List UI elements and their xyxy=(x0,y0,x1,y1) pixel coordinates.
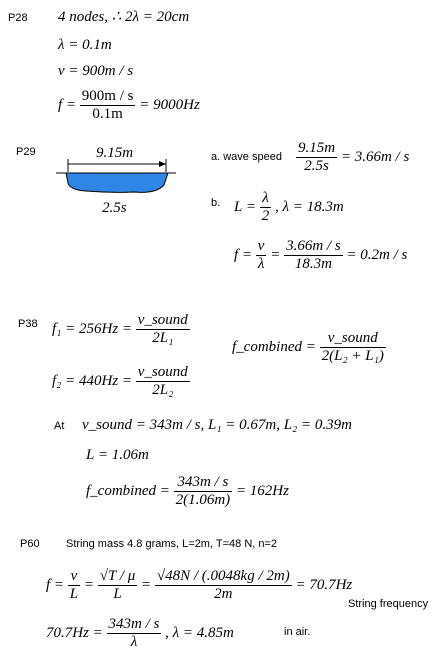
problem-label-p38: P38 xyxy=(18,318,38,330)
p29-frequency-equation: f = v λ = 3.66m / s 18.3m = 0.2m / s xyxy=(234,238,407,273)
p29-c-result: = 0.2m / s xyxy=(346,246,408,263)
p60-last-numerator: 343m / s xyxy=(106,616,162,634)
p38-f2-fraction: v_sound 2L₂ xyxy=(135,364,190,399)
p29-c-fraction-1: v λ xyxy=(255,238,267,273)
p60-result: = 70.7Hz xyxy=(295,576,353,593)
p29-b-numerator: λ xyxy=(259,190,272,208)
p38-f1-equation: f₁ = 256Hz = v_sound 2L₁ xyxy=(52,312,190,347)
p60-description: String mass 4.8 grams, L=2m, T=48 N, n=2 xyxy=(66,538,278,550)
p60-last-denominator: λ xyxy=(130,634,138,650)
p38-f2-lhs: f₂ = 440Hz = xyxy=(52,372,133,389)
p29-part-a-label: a. wave speed xyxy=(211,151,282,163)
p60-fraction-1: v L xyxy=(67,568,81,603)
p60-last-result: , λ = 4.85m xyxy=(165,624,234,641)
p29-c-numerator-2: 3.66m / s xyxy=(284,238,343,256)
p38-f1-numerator: v_sound xyxy=(135,312,190,330)
p28-fraction-denominator: 0.1m xyxy=(92,106,123,122)
p60-equals-2: = xyxy=(141,576,152,593)
p38-calc-denominator: 2(1.06m) xyxy=(175,492,231,508)
p38-combined-calculation: f_combined = 343m / s 2(1.06m) = 162Hz xyxy=(86,474,289,509)
p38-calc-result: = 162Hz xyxy=(235,482,289,499)
p60-equals-1: = xyxy=(83,576,95,593)
p38-at-label: At xyxy=(54,420,65,432)
p29-a-denominator: 2.5s xyxy=(304,158,329,174)
p28-fraction-numerator: 900m / s xyxy=(79,88,136,106)
p29-c-lhs: f = xyxy=(234,246,253,263)
p29-part-b-label: b. xyxy=(211,197,221,209)
p29-b-result: , λ = 18.3m xyxy=(274,198,344,215)
problem-label-p28: P28 xyxy=(8,12,28,24)
p29-dimension-length: 9.15m xyxy=(96,145,134,161)
p60-numerator-2: √T / μ xyxy=(97,568,138,586)
p28-line-nodes: 4 nodes, ∴ 2λ = 20cm xyxy=(58,9,190,25)
p28-f-lhs: f = xyxy=(58,96,77,113)
p29-c-denominator-1: λ xyxy=(257,256,265,272)
p38-f2-equation: f₂ = 440Hz = v_sound 2L₂ xyxy=(52,364,190,399)
problem-label-p29: P29 xyxy=(16,146,36,158)
p29-dimension-time: 2.5s xyxy=(102,200,127,216)
p60-fraction-3: √48N / (.0048kg / 2m) 2m xyxy=(154,568,292,603)
p38-fc-fraction: v_sound 2(L₂ + L₁) xyxy=(319,330,386,365)
p28-f-rhs: = 9000Hz xyxy=(139,96,200,113)
p38-f2-numerator: v_sound xyxy=(135,364,190,382)
p29-wave-speed-equation: 9.15m 2.5s = 3.66m / s xyxy=(296,140,409,175)
p29-b-lhs: L = xyxy=(234,198,256,215)
p38-calc-lhs: f_combined = xyxy=(86,482,170,499)
p29-c-denominator-2: 18.3m xyxy=(294,256,332,272)
p60-frequency-equation: f = v L = √T / μ L = √48N / (.0048kg / 2… xyxy=(46,568,352,603)
p60-denominator-3: 2m xyxy=(214,586,233,602)
p60-f-lhs: f = xyxy=(46,576,65,593)
p60-denominator-1: L xyxy=(69,586,79,602)
p38-f1-lhs: f₁ = 256Hz = xyxy=(52,320,133,337)
p60-numerator-1: v xyxy=(67,568,81,586)
p38-f1-fraction: v_sound 2L₁ xyxy=(135,312,190,347)
water-basin-diagram xyxy=(56,159,176,193)
p38-fc-lhs: f_combined = xyxy=(232,338,316,355)
p29-a-fraction: 9.15m 2.5s xyxy=(296,140,338,175)
p29-c-equals: = xyxy=(270,246,281,263)
p60-in-air-note: in air. xyxy=(284,626,311,638)
p38-fc-numerator: v_sound xyxy=(319,330,386,348)
p29-a-result: = 3.66m / s xyxy=(340,148,410,165)
p38-combined-formula: f_combined = v_sound 2(L₂ + L₁) xyxy=(232,330,386,365)
p38-f2-denominator: 2L₂ xyxy=(152,382,174,398)
p29-c-fraction-2: 3.66m / s 18.3m xyxy=(284,238,343,273)
p60-denominator-2: L xyxy=(113,586,122,602)
p38-given-values: v_sound = 343m / s, L₁ = 0.67m, L₂ = 0.3… xyxy=(82,417,352,433)
p29-b-fraction: λ 2 xyxy=(259,190,272,225)
p28-line-lambda: λ = 0.1m xyxy=(58,37,112,53)
p29-b-denominator: 2 xyxy=(261,208,270,224)
p60-string-frequency-note: String frequency xyxy=(348,598,429,610)
p38-f1-denominator: 2L₁ xyxy=(152,330,174,346)
p60-wavelength-equation: 70.7Hz = 343m / s λ , λ = 4.85m xyxy=(46,616,234,651)
p29-c-numerator-1: v xyxy=(255,238,267,256)
p28-line-velocity: v = 900m / s xyxy=(58,63,134,79)
p60-last-fraction: 343m / s λ xyxy=(106,616,162,651)
p28-frequency-equation: f = 900m / s 0.1m = 9000Hz xyxy=(58,88,200,123)
arrow-head-icon xyxy=(159,161,166,167)
p29-length-equation: L = λ 2 , λ = 18.3m xyxy=(234,190,344,225)
problem-label-p60: P60 xyxy=(20,538,40,550)
p38-total-length: L = 1.06m xyxy=(86,447,149,463)
p60-last-lhs: 70.7Hz = xyxy=(46,624,103,641)
p29-a-numerator: 9.15m xyxy=(296,140,338,158)
p60-numerator-3: √48N / (.0048kg / 2m) xyxy=(154,568,292,586)
p38-calc-numerator: 343m / s xyxy=(173,474,233,492)
water-fill xyxy=(65,172,169,193)
p60-fraction-2: √T / μ L xyxy=(97,568,138,603)
p38-calc-fraction: 343m / s 2(1.06m) xyxy=(173,474,233,509)
p28-fraction: 900m / s 0.1m xyxy=(79,88,136,123)
p38-fc-denominator: 2(L₂ + L₁) xyxy=(321,348,384,364)
